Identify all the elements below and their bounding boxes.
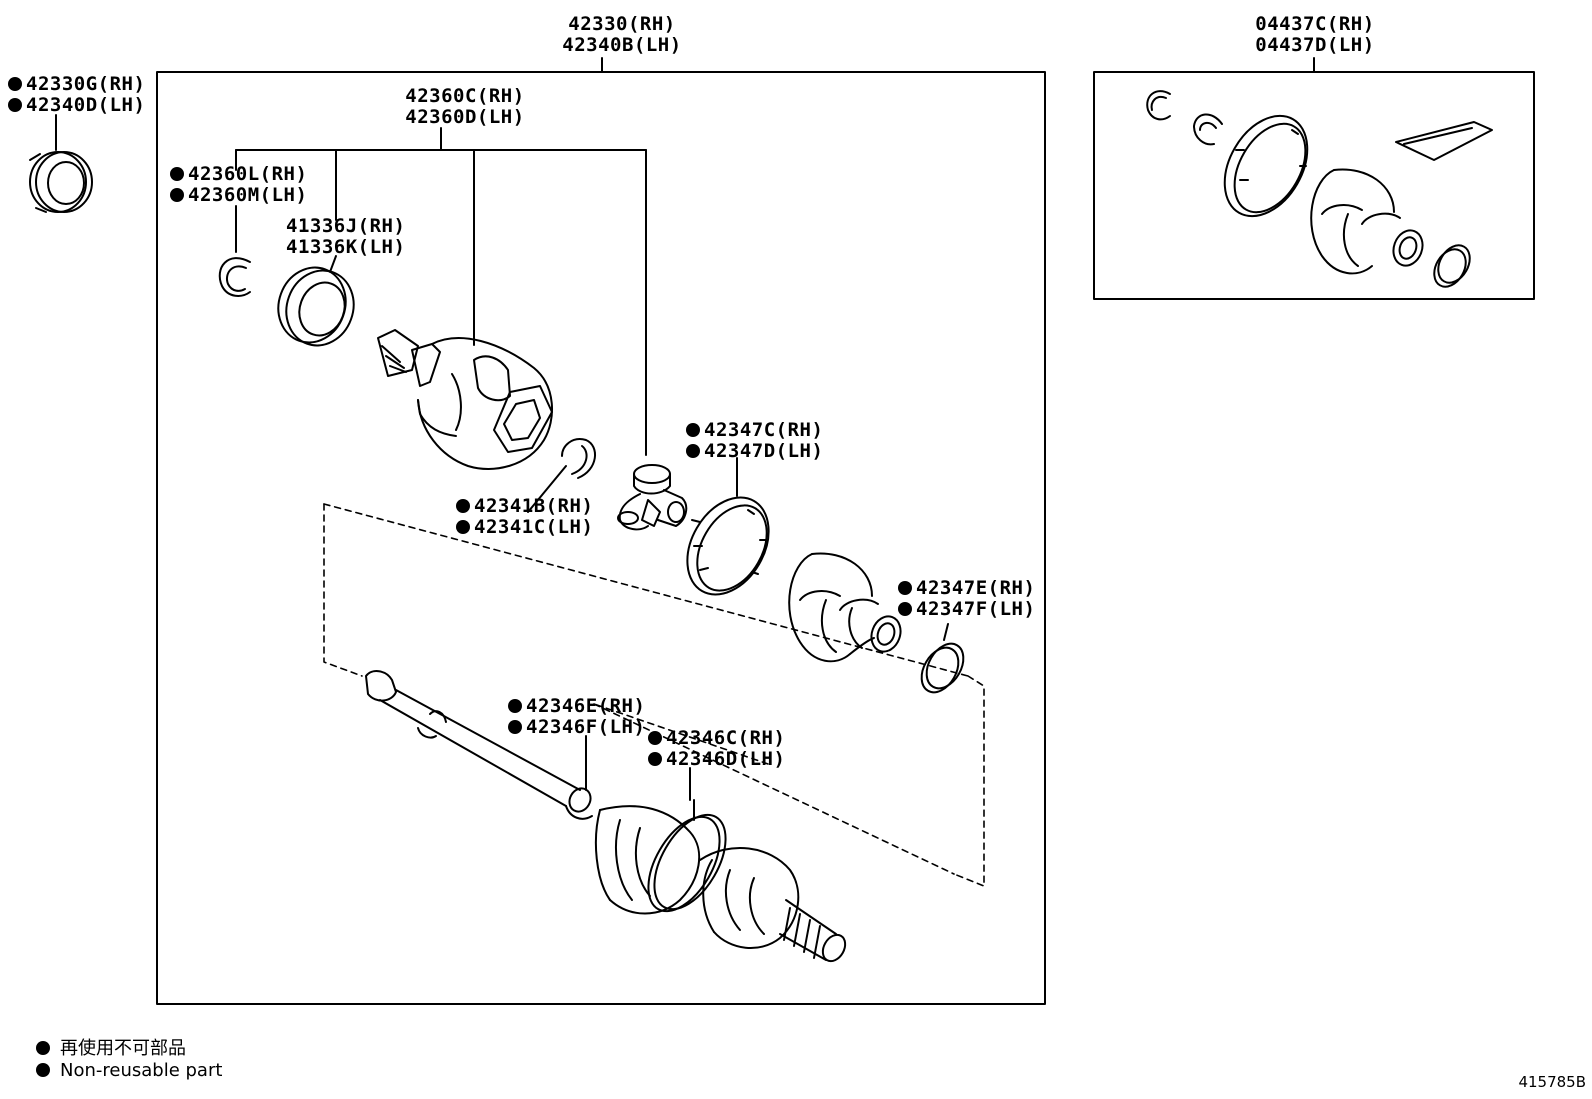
tripod-snap-ring-part-label: 42341B(RH) 42341C(LH)	[456, 496, 593, 538]
non-reusable-bullet-icon	[456, 520, 470, 534]
inner-joint-housing	[377, 329, 553, 470]
bearing-part-label: 42330G(RH) 42340D(LH)	[8, 74, 145, 116]
non-reusable-bullet-icon	[898, 602, 912, 616]
inner-joint-leader	[235, 127, 647, 456]
non-reusable-bullet-icon	[36, 1041, 50, 1055]
boot-kit-part-rh: 04437C(RH)	[1255, 13, 1375, 35]
drive-shaft-part	[365, 670, 593, 820]
inner-clamp-small-part-rh: 42347E(RH)	[916, 577, 1036, 599]
tripod-snap-ring-part	[561, 438, 596, 479]
kit-snap-ring-part	[1146, 90, 1171, 121]
legend-en-text: Non-reusable part	[60, 1060, 223, 1081]
dust-seal-part	[277, 266, 355, 347]
outer-clamp-a-part-lh: 42346F(LH)	[526, 716, 646, 738]
kit-clamp-small-part	[1433, 244, 1471, 288]
tripod-part	[617, 464, 688, 531]
inner-clamp-large-part-rh: 42347C(RH)	[704, 419, 824, 441]
non-reusable-bullet-icon	[648, 731, 662, 745]
kit-clamp-large-part	[1223, 114, 1309, 218]
snap-ring-part-rh: 42360L(RH)	[188, 163, 308, 185]
non-reusable-bullet-icon	[170, 167, 184, 181]
inner-clamp-large-part-label: 42347C(RH) 42347D(LH)	[686, 420, 823, 462]
outer-clamp-b-part-lh: 42346D(LH)	[666, 748, 786, 770]
non-reusable-bullet-icon	[898, 581, 912, 595]
dust-seal-part-rh: 41336J(RH)	[286, 215, 406, 237]
kit-clip-part	[1193, 113, 1223, 146]
non-reusable-bullet-icon	[686, 444, 700, 458]
bearing-part-lh: 42340D(LH)	[26, 94, 146, 116]
inner-joint-part-lh: 42360D(LH)	[405, 106, 525, 128]
outer-joint-boot-part	[594, 799, 847, 963]
legend-jp: 再使用不可部品	[36, 1034, 186, 1060]
non-reusable-bullet-icon	[170, 188, 184, 202]
dust-seal-part-label: 41336J(RH) 41336K(LH)	[286, 216, 405, 258]
outer-clamp-b-part-label: 42346C(RH) 42346D(LH)	[648, 728, 785, 770]
outer-clamp-a-part-label: 42346E(RH) 42346F(LH)	[508, 696, 645, 738]
assembly-part-lh: 42340B(LH)	[562, 34, 682, 56]
non-reusable-bullet-icon	[508, 699, 522, 713]
non-reusable-bullet-icon	[508, 720, 522, 734]
inner-joint-part-rh: 42360C(RH)	[405, 85, 525, 107]
non-reusable-bullet-icon	[8, 98, 22, 112]
figure-code: 415785B	[1518, 1073, 1586, 1091]
kit-grease-packet-part	[1395, 121, 1493, 161]
inner-boot-part	[788, 552, 902, 663]
non-reusable-bullet-icon	[8, 77, 22, 91]
assembly-frame	[156, 71, 1046, 1005]
assembly-part-label: 42330(RH) 42340B(LH)	[562, 14, 682, 56]
tripod-snap-ring-part-rh: 42341B(RH)	[474, 495, 594, 517]
outer-clamp-a-part-rh: 42346E(RH)	[526, 695, 646, 717]
kit-boot-part	[1310, 168, 1424, 275]
tripod-snap-ring-part-lh: 42341C(LH)	[474, 516, 594, 538]
snap-ring-part-lh: 42360M(LH)	[188, 184, 308, 206]
boot-kit-part-lh: 04437D(LH)	[1255, 34, 1375, 56]
snap-ring-part	[218, 257, 251, 297]
inner-clamp-small-part-label: 42347E(RH) 42347F(LH)	[898, 578, 1035, 620]
non-reusable-bullet-icon	[36, 1063, 50, 1077]
legend-en: Non-reusable part	[36, 1060, 222, 1081]
inner-joint-part-label: 42360C(RH) 42360D(LH)	[400, 86, 530, 128]
inner-clamp-large-part	[686, 457, 770, 596]
boot-kit-part-label: 04437C(RH) 04437D(LH)	[1250, 14, 1380, 56]
inner-clamp-small-part-lh: 42347F(LH)	[916, 598, 1036, 620]
assembly-dashed-lines	[323, 503, 985, 887]
outer-clamp-b-part-rh: 42346C(RH)	[666, 727, 786, 749]
non-reusable-bullet-icon	[456, 499, 470, 513]
assembly-part-rh: 42330(RH)	[568, 13, 676, 35]
bearing-part	[29, 114, 93, 213]
inner-clamp-small-part	[920, 623, 965, 694]
bearing-part-rh: 42330G(RH)	[26, 73, 146, 95]
non-reusable-bullet-icon	[686, 423, 700, 437]
non-reusable-bullet-icon	[648, 752, 662, 766]
inner-clamp-large-part-lh: 42347D(LH)	[704, 440, 824, 462]
legend-jp-text: 再使用不可部品	[60, 1038, 186, 1059]
snap-ring-part-label: 42360L(RH) 42360M(LH)	[170, 164, 307, 206]
dust-seal-part-lh: 41336K(LH)	[286, 236, 406, 258]
